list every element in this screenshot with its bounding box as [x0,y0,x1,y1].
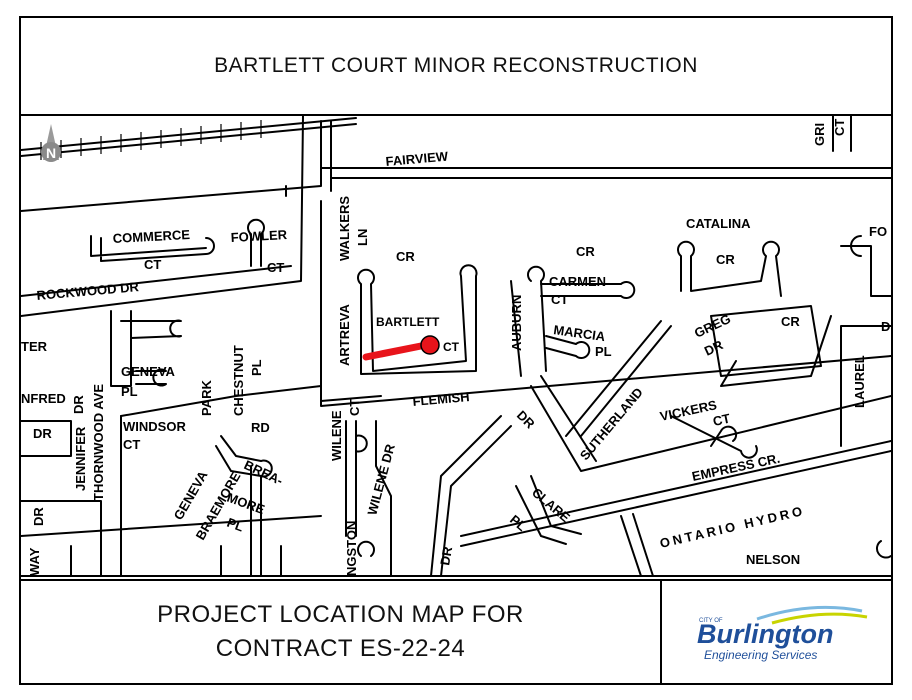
label-rd: RD [251,420,270,435]
label-windsor: WINDSOR [123,419,186,434]
label-wilene: WILENE [329,410,344,461]
label-walkers: WALKERS [337,196,352,261]
label-bartlett-ct: CT [443,340,460,354]
road-network [21,116,891,577]
label-rockwood: ROCKWOOD DR [36,279,140,303]
label-dr-l1b: DR [33,426,52,441]
location-map: N [21,116,891,579]
footer-title-line2: CONTRACT ES-22-24 [215,635,466,662]
footer-title-line1: PROJECT LOCATION MAP FOR [157,601,524,628]
bartlett-cul-de-sac [420,335,440,355]
street-labels: FAIRVIEW GRI CT COMMERCE CT FOWLER CT WA… [21,119,890,576]
label-artreva: ARTREVA [337,304,352,366]
label-commerce: COMMERCE [112,227,190,246]
header: BARTLETT COURT MINOR RECONSTRUCTION [21,18,891,116]
label-flemish: FLEMISH [412,389,470,409]
label-ontario-hydro: ONTARIO HYDRO [658,503,806,551]
footer-title-block: PROJECT LOCATION MAP FOR CONTRACT ES-22-… [21,581,662,683]
page-title: BARTLETT COURT MINOR RECONSTRUCTION [214,54,698,77]
label-nelson: NELSON [746,552,800,567]
label-commerce-ct: CT [144,257,161,272]
label-ter: TER [21,339,48,354]
label-nfred: NFRED [21,391,66,406]
railway [21,117,357,160]
label-sutherland: SUTHERLAND [577,385,646,463]
label-catalina: CATALINA [686,216,751,231]
bartlett-court-segment [362,341,430,361]
label-chestnut-pl: PL [249,359,264,376]
label-more-pl: PL [225,515,246,535]
logo-mark: CITY OF Burlington Engineering Services [697,605,868,662]
label-fo: FO [869,224,887,239]
label-brea: BREA- [242,457,286,488]
label-marcia: MARCIA [553,322,607,344]
label-walkers-ln: LN [355,229,370,246]
label-fairview: FAIRVIEW [385,149,449,169]
label-marcia-pl: PL [595,344,612,359]
logo-subtitle: Engineering Services [704,648,817,662]
label-d-right: D [881,319,890,334]
burlington-logo: CITY OF Burlington Engineering Services [662,581,891,683]
label-fowler-ct: CT [267,260,284,275]
label-chestnut: CHESTNUT [231,345,246,416]
label-wilene-ct: CT [347,399,362,416]
label-flemish-dr: DR [514,408,538,432]
north-arrow-icon: N [41,124,61,162]
label-ct-top: CT [832,119,847,136]
footer: PROJECT LOCATION MAP FOR CONTRACT ES-22-… [21,579,891,683]
logo-name: Burlington [697,619,833,649]
label-cr1: CR [396,249,415,264]
label-jennifer: JENNIFER [73,426,88,491]
label-dr-l1: DR [71,395,86,414]
label-geneva: GENEVA [121,364,176,379]
label-wilene-dr: WILENE DR [364,442,398,517]
north-label: N [46,145,56,161]
label-catalina-cr: CR [716,252,735,267]
label-ingston: NGSTON [344,521,359,576]
label-park: PARK [199,380,214,416]
logo-small-text: CITY OF [699,618,723,624]
label-fowler: FOWLER [230,227,288,245]
map-frame: BARTLETT COURT MINOR RECONSTRUCTION [19,16,893,685]
label-thornwood: THORNWOOD AVE [91,384,106,501]
label-dr-l2: DR [31,507,46,526]
map-canvas: N [21,116,891,577]
label-auburn: AUBURN [509,295,524,351]
label-greg-dr: DR [702,337,726,359]
label-cr2: CR [576,244,595,259]
label-vickers-ct: CT [712,411,732,429]
label-windsor-ct: CT [123,437,140,452]
label-way: WAY [27,547,42,576]
label-bartlett: BARTLETT [376,315,440,329]
label-geneva-pl: PL [121,384,138,399]
label-vickers: VICKERS [659,397,719,424]
label-carmen-ct: CT [551,292,568,307]
label-laurel: LAUREL [852,355,867,408]
bartlett-court-highlight [362,335,440,361]
label-cr3: CR [781,314,800,329]
label-carmen: CARMEN [549,274,606,289]
label-dr-bottom: DR [437,545,455,567]
label-gri: GRI [812,123,827,146]
